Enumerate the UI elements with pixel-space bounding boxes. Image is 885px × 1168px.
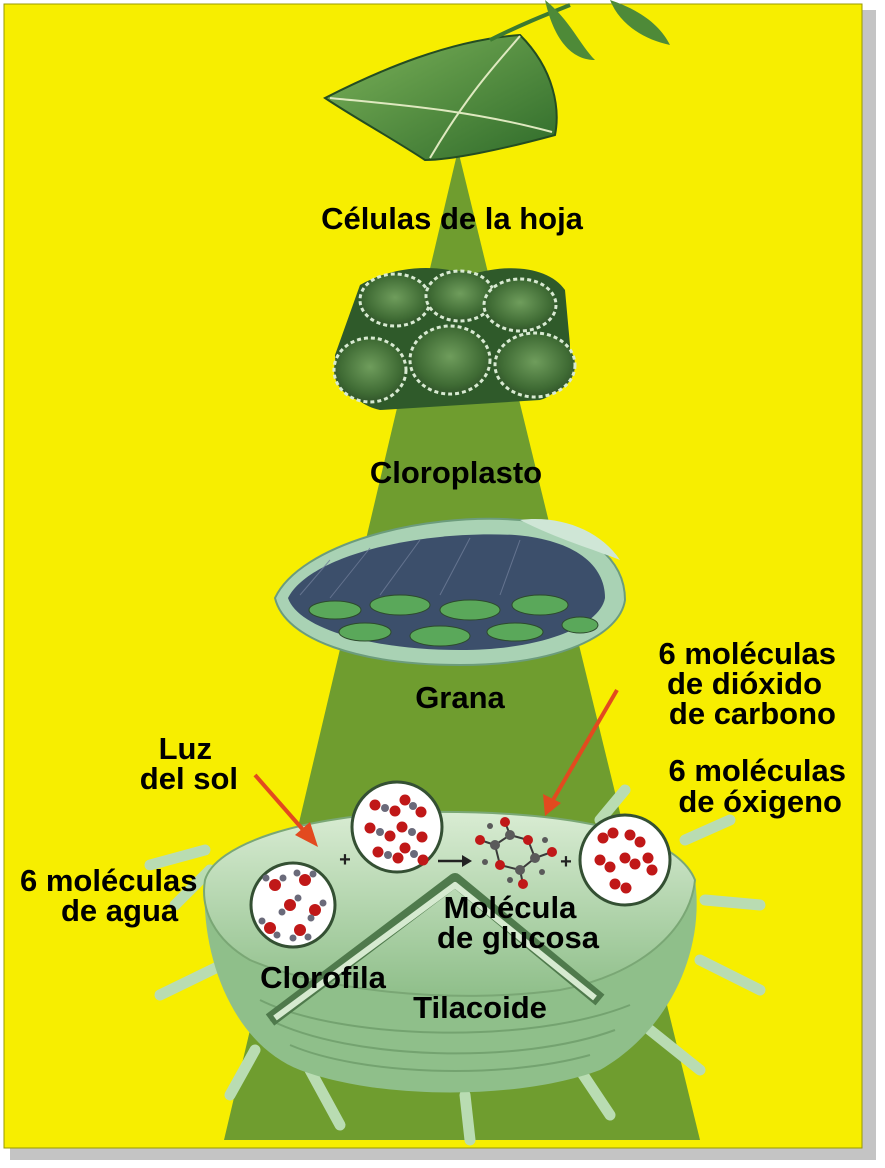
label-oxygen-line1: 6 moléculas: [669, 753, 846, 788]
label-water-line1: 6 moléculas: [20, 863, 197, 898]
plus-sign-2: +: [560, 851, 572, 873]
co2-molecules-icon: [350, 780, 444, 874]
glucose-molecule-icon: [475, 817, 557, 889]
label-co2-line1: 6 moléculas: [659, 636, 836, 671]
chloroplast-icon: [273, 517, 627, 667]
reaction-arrow: [438, 855, 472, 867]
label-water-line2: de agua: [61, 893, 179, 928]
label-leaf-cells: Células de la hoja: [321, 201, 584, 236]
label-grana: Grana: [415, 680, 505, 715]
leaf-cells-icon: [332, 267, 577, 410]
leaf-icon: [323, 0, 670, 162]
oxygen-molecules-icon: [578, 813, 672, 907]
label-chlorophyll: Clorofila: [260, 960, 386, 995]
label-glucose-line1: Molécula: [444, 890, 577, 925]
plus-sign-1: +: [339, 849, 351, 871]
label-thylakoid: Tilacoide: [413, 990, 547, 1025]
label-sunlight-line2: del sol: [140, 761, 238, 796]
label-glucose-line2: de glucosa: [437, 920, 600, 955]
label-chloroplast: Cloroplasto: [370, 455, 542, 490]
sunlight-arrow: [253, 773, 318, 847]
label-oxygen-line2: de óxigeno: [678, 784, 842, 819]
water-molecules-icon: [249, 861, 337, 949]
label-co2-line3: de carbono: [669, 696, 836, 731]
label-sunlight-line1: Luz: [159, 731, 212, 766]
co2-arrow: [543, 688, 619, 816]
label-co2-line2: de dióxido: [667, 666, 822, 701]
